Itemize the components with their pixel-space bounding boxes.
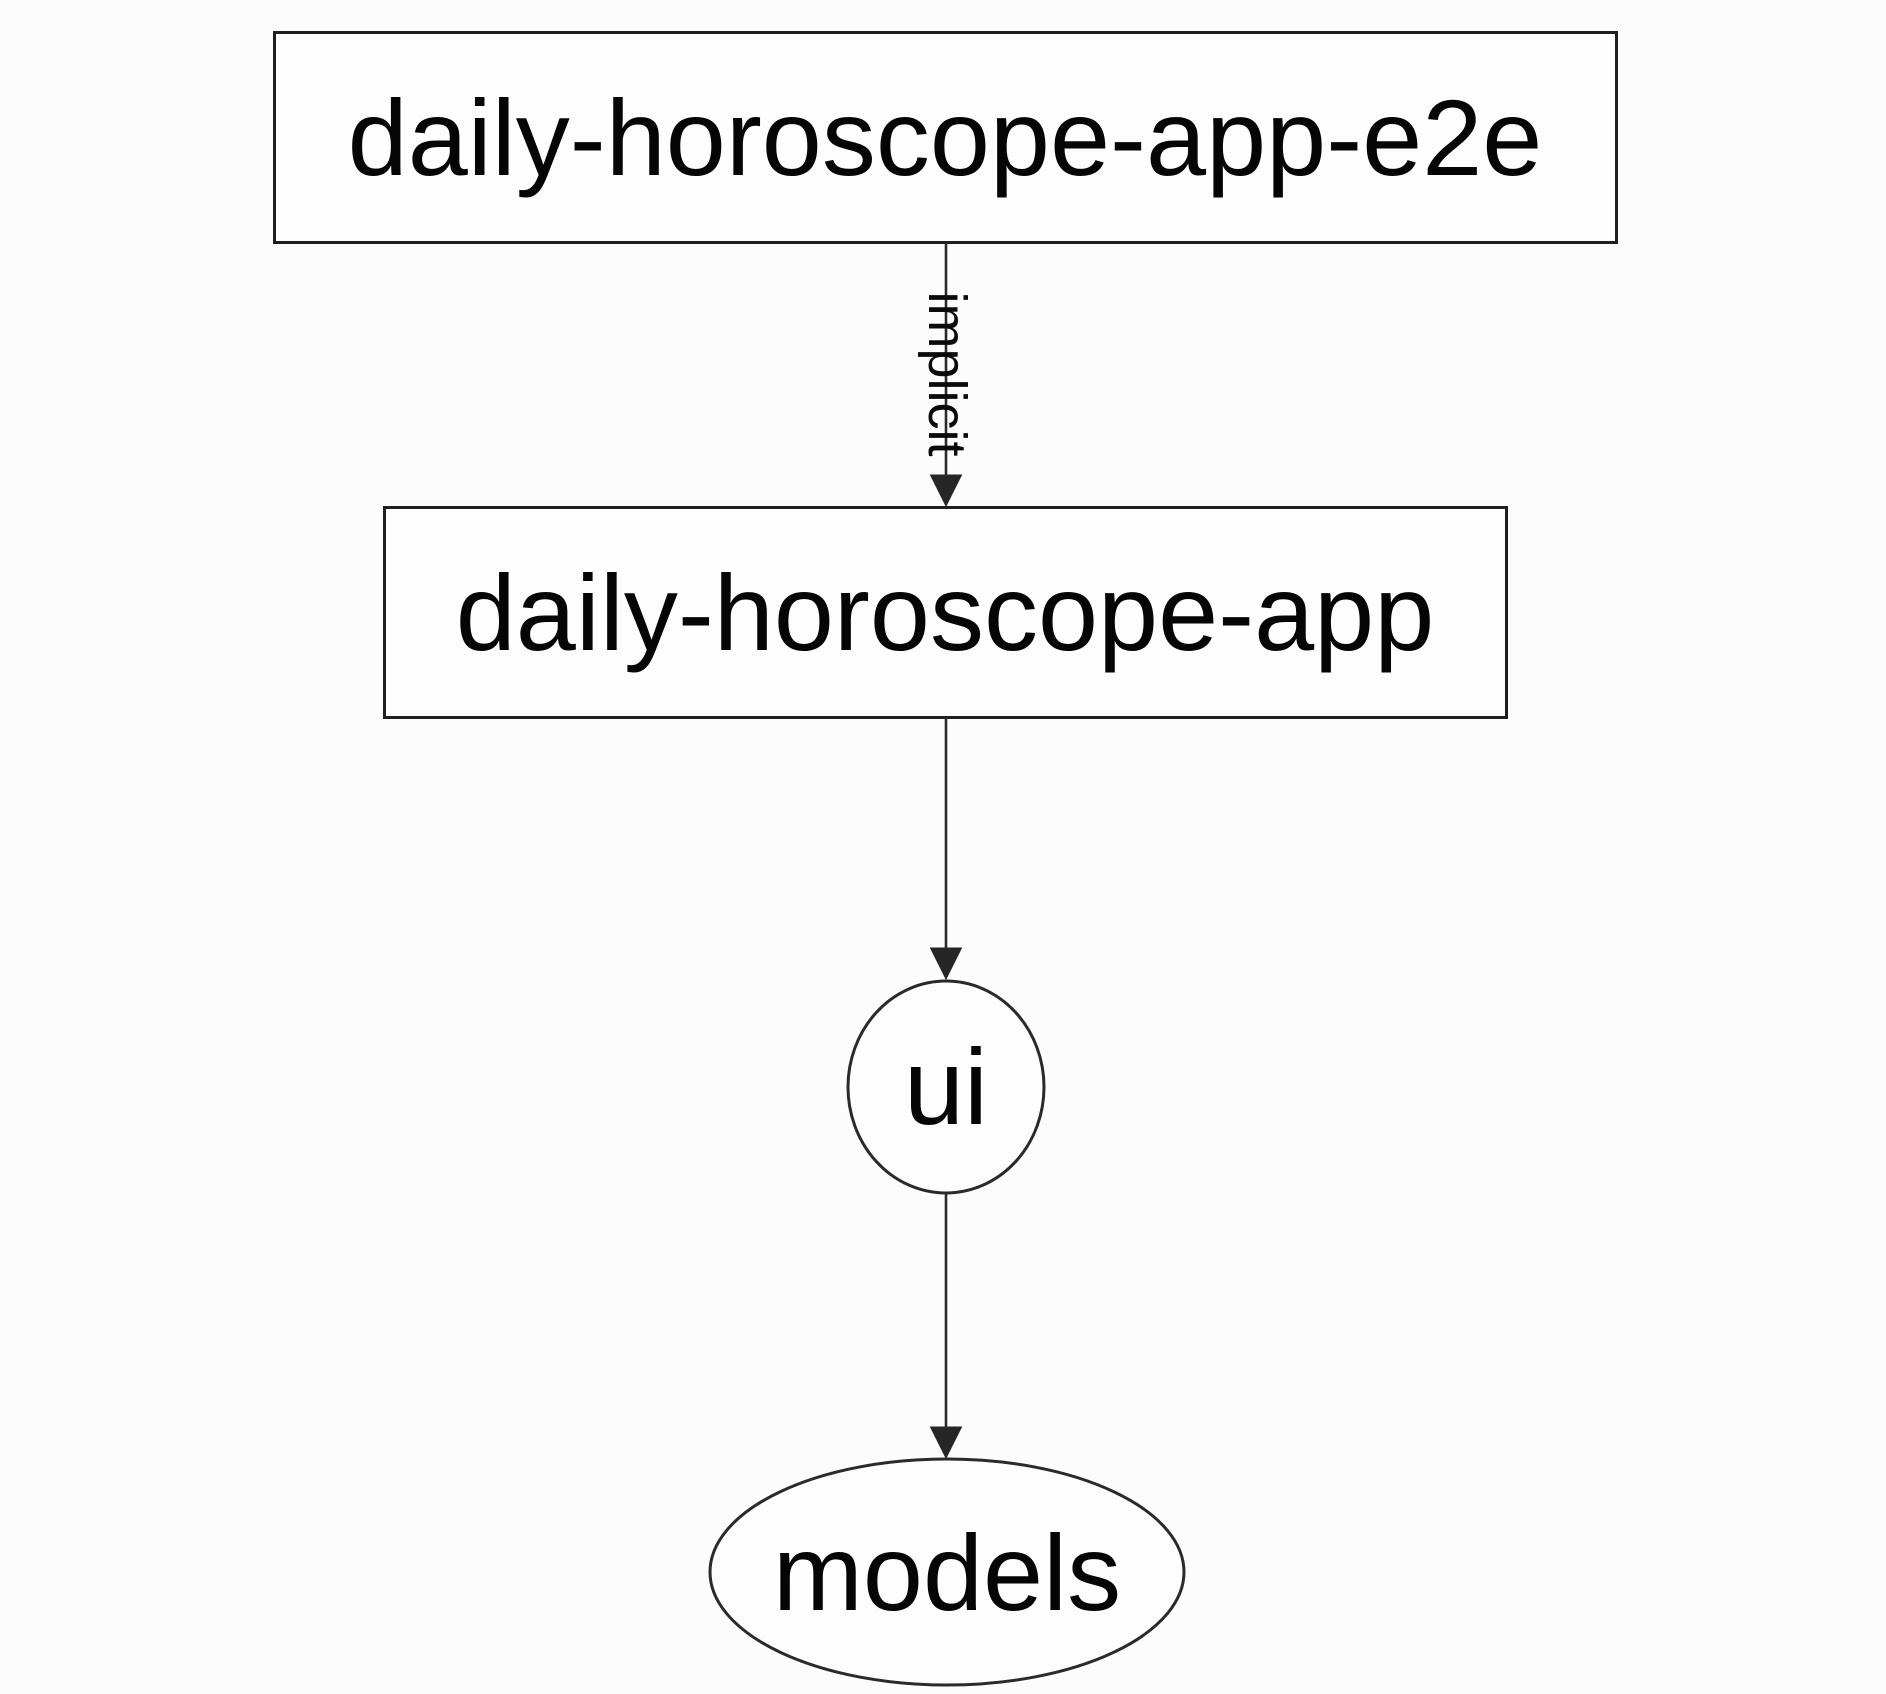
node-label-ui: ui xyxy=(904,1026,988,1147)
node-daily-horoscope-app: daily-horoscope-app xyxy=(383,506,1508,719)
edge-e2e-to-app: implicit xyxy=(917,243,977,508)
node-label-app: daily-horoscope-app xyxy=(456,552,1435,673)
edge-app-to-ui xyxy=(929,718,963,981)
node-label-models: models xyxy=(773,1512,1121,1633)
node-models: models xyxy=(708,1457,1186,1687)
node-label-e2e: daily-horoscope-app-e2e xyxy=(348,77,1543,198)
node-ellipse-models xyxy=(708,1457,1186,1687)
arrowhead-icon xyxy=(929,474,963,508)
edge-label-implicit: implicit xyxy=(917,291,977,456)
edge-ui-to-models xyxy=(929,1193,963,1460)
node-ui: ui xyxy=(846,979,1046,1195)
arrowhead-icon xyxy=(929,947,963,981)
arrowhead-icon xyxy=(929,1426,963,1460)
node-daily-horoscope-app-e2e: daily-horoscope-app-e2e xyxy=(273,31,1618,244)
node-box-e2e xyxy=(273,31,1618,244)
node-box-app xyxy=(383,506,1508,719)
